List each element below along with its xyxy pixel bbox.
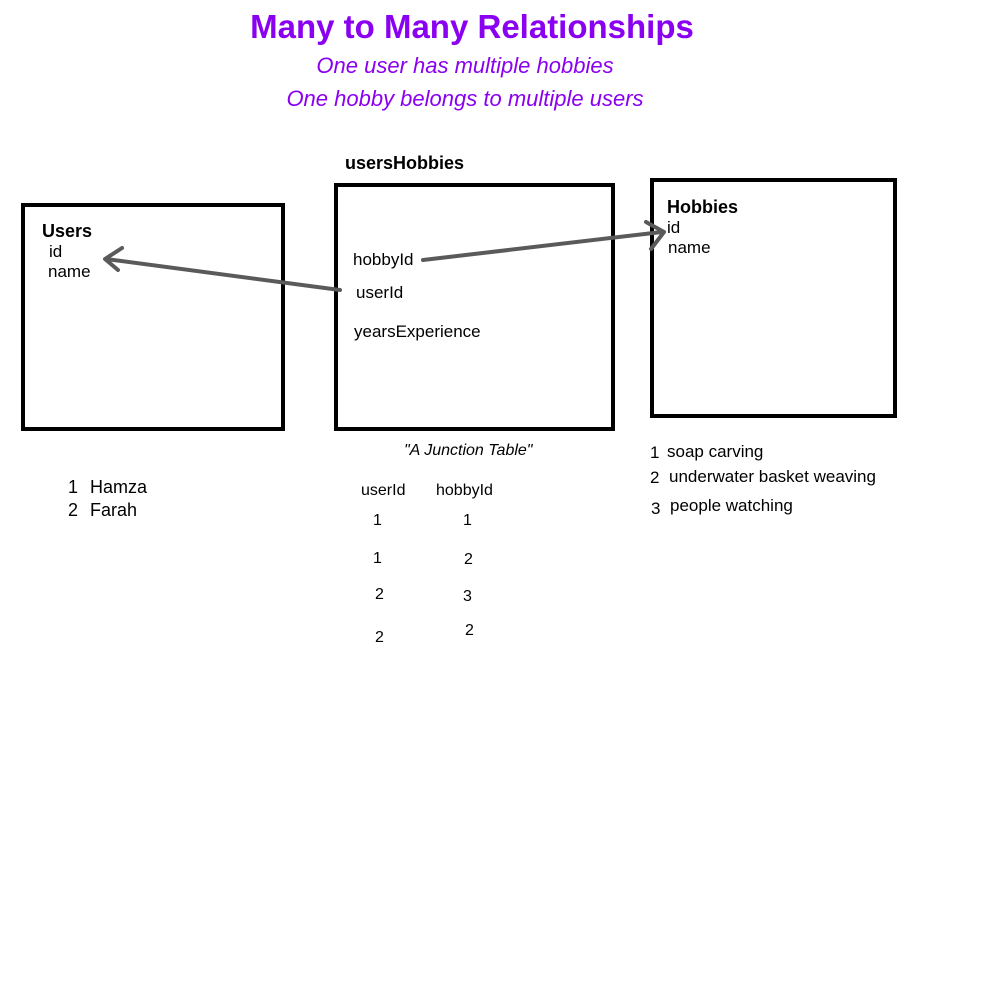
users-row-2-id: 2 — [68, 500, 79, 520]
junction-row-2-hobbyid: 2 — [464, 551, 473, 568]
junction-column-header-userid: userId — [361, 482, 406, 499]
hobbies-row-2-name: underwater basket weaving — [669, 467, 876, 486]
users-field-id: id — [49, 242, 63, 261]
hobbies-row-1-id: 1 — [650, 443, 660, 462]
hobbies-row-3-id: 3 — [651, 499, 661, 518]
users-field-name: name — [48, 262, 91, 281]
junction-row-1-hobbyid: 1 — [463, 512, 472, 529]
hobbies-field-id: id — [667, 218, 681, 237]
junction-row-2-userid: 1 — [373, 550, 382, 567]
hobbies-table-title: Hobbies — [667, 197, 739, 217]
junction-field-yearsexperience: yearsExperience — [354, 322, 481, 341]
hobbies-row-1-name: soap carving — [667, 442, 764, 461]
users-row-2-name: Farah — [90, 500, 138, 520]
page-title: Many to Many Relationships — [250, 8, 694, 45]
junction-table-title: usersHobbies — [345, 153, 465, 173]
junction-table-box — [334, 183, 615, 431]
hobbies-row-2-id: 2 — [650, 468, 660, 487]
junction-row-1-userid: 1 — [373, 512, 382, 529]
hobbies-row-3-name: people watching — [670, 496, 793, 515]
users-row-1-id: 1 — [68, 477, 79, 497]
hobbies-field-name: name — [668, 238, 711, 257]
junction-row-4-hobbyid: 2 — [465, 622, 474, 639]
junction-row-3-hobbyid: 3 — [463, 588, 472, 605]
subtitle-one-user-many-hobbies: One user has multiple hobbies — [316, 53, 614, 78]
junction-row-3-userid: 2 — [375, 586, 384, 603]
junction-table-caption: "A Junction Table" — [404, 442, 533, 459]
hobbies-table-box — [650, 178, 897, 418]
junction-column-header-hobbyid: hobbyId — [436, 482, 493, 499]
junction-field-userid: userId — [356, 283, 404, 302]
users-table-title: Users — [42, 221, 93, 241]
junction-field-hobbyid: hobbyId — [353, 250, 414, 269]
users-row-1-name: Hamza — [90, 477, 148, 497]
junction-row-4-userid: 2 — [375, 629, 384, 646]
users-table-box — [21, 203, 285, 431]
subtitle-one-hobby-many-users: One hobby belongs to multiple users — [286, 86, 644, 111]
